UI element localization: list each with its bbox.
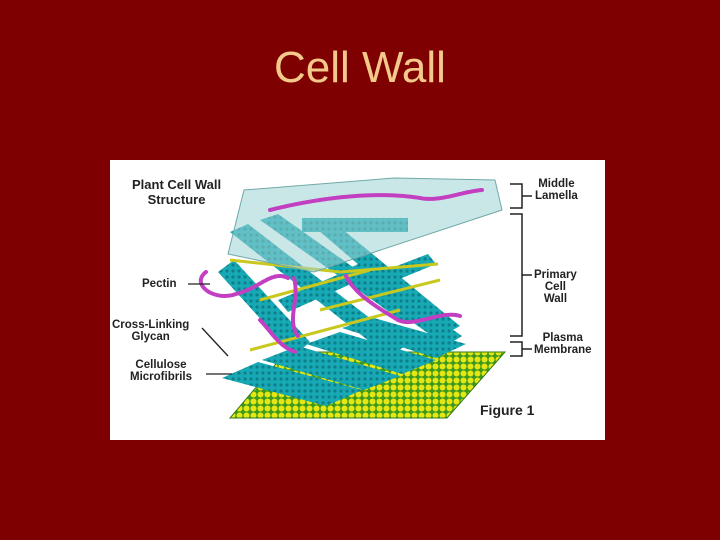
middle-label-line2: Lamella <box>535 190 578 202</box>
cell-wall-illustration <box>188 177 532 419</box>
figure-title-line2: Structure <box>147 192 206 207</box>
middle-lamella-label: Middle Lamella <box>535 178 578 202</box>
cross-linking-label-line2: Glycan <box>131 331 170 343</box>
cellulose-label-line1: Cellulose <box>135 359 187 371</box>
primary-label-line1: Primary <box>534 269 577 281</box>
middle-lamella <box>227 177 503 273</box>
primary-label-line2: Cell <box>544 281 566 293</box>
figure-title-line1: Plant Cell Wall <box>132 177 222 192</box>
cross-linking-glycan-label: Cross-Linking Glycan <box>112 319 189 343</box>
cell-wall-figure: Plant Cell Wall Structure Pectin Cross-L… <box>110 160 605 440</box>
slide-title: Cell Wall <box>274 43 446 92</box>
figure-caption: Figure 1 <box>480 402 535 418</box>
cross-linking-glycans <box>229 258 441 352</box>
primary-cell-wall-label: Primary Cell Wall <box>534 269 577 305</box>
figure-title: Plant Cell Wall Structure <box>132 177 221 207</box>
label-leaders <box>188 283 232 375</box>
pectin-label: Pectin <box>142 278 177 290</box>
cellulose-microfibrils-label: Cellulose Microfibrils <box>130 359 192 383</box>
plasma-label-line1: Plasma <box>542 332 583 344</box>
cellulose-label-line2: Microfibrils <box>130 371 192 383</box>
plasma-label-line2: Membrane <box>534 344 592 356</box>
middle-label-line1: Middle <box>538 178 575 190</box>
cross-linking-label-line1: Cross-Linking <box>112 319 190 331</box>
plasma-membrane-label: Plasma Membrane <box>534 332 592 356</box>
primary-label-line3: Wall <box>543 293 568 305</box>
label-brackets <box>510 183 532 357</box>
